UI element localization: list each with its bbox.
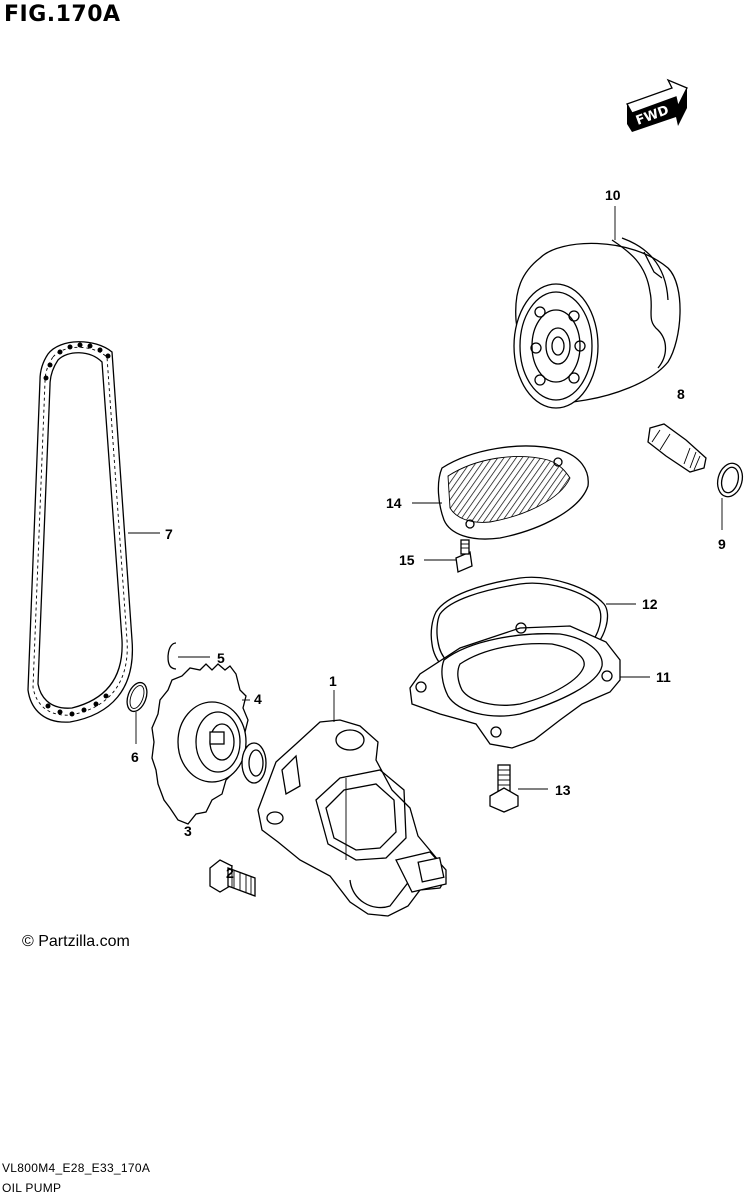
oil-filter [513, 237, 681, 409]
strainer-screw [455, 539, 473, 573]
callout-15: 15 [399, 552, 415, 568]
callout-11: 11 [656, 669, 671, 685]
callout-10: 10 [605, 187, 621, 203]
oil-strainer [437, 445, 589, 540]
callout-7: 7 [165, 526, 173, 542]
oil-pan [409, 622, 621, 749]
sprocket-bolt [209, 859, 256, 897]
callout-5: 5 [217, 650, 225, 666]
oil-pump-sprocket [151, 663, 249, 825]
callout-12: 12 [642, 596, 658, 612]
copyright-notice: © Partzilla.com [22, 933, 130, 950]
callout-14: 14 [386, 495, 402, 511]
washer [241, 742, 267, 784]
oil-pan-bolt [489, 764, 519, 813]
callout-2: 2 [226, 865, 234, 881]
fwd-arrow-icon: FWD [626, 78, 688, 132]
callout-1: 1 [329, 673, 337, 689]
callout-13: 13 [555, 782, 571, 798]
drive-pin [167, 642, 177, 670]
callout-4: 4 [254, 691, 262, 707]
cam-chain [27, 341, 134, 723]
callout-3: 3 [184, 823, 192, 839]
oil-pump-assembly [257, 719, 447, 917]
diagram-code: VL800M4_E28_E33_170A [2, 1161, 151, 1175]
oil-filter-union [647, 423, 707, 473]
diagram-name: OIL PUMP [2, 1181, 62, 1195]
callout-6: 6 [131, 749, 139, 765]
o-ring [716, 462, 744, 498]
callout-8: 8 [677, 386, 685, 402]
figure-title: FIG.170A [4, 2, 121, 27]
callout-9: 9 [718, 536, 726, 552]
circlip [126, 681, 148, 713]
